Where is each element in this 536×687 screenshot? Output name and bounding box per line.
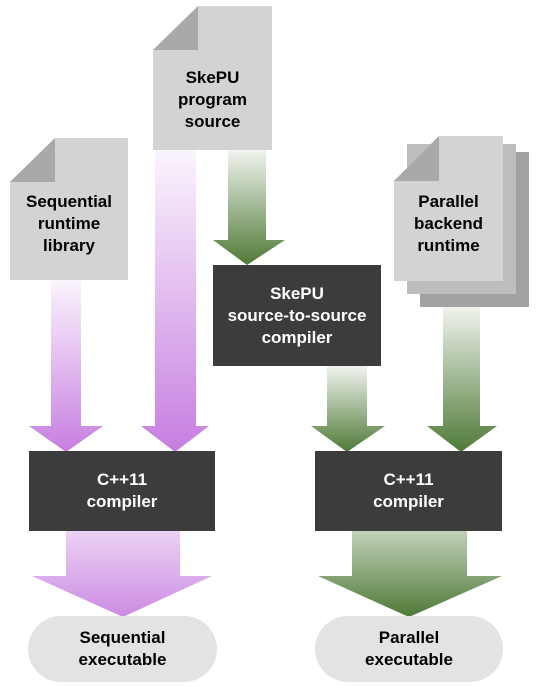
arrow-source-compiler-to-cpp — [311, 366, 385, 452]
skepu-program-source-label: SkePU program source — [153, 50, 272, 150]
cpp-compiler-left-box — [29, 451, 215, 531]
sequential-runtime-document — [10, 138, 128, 280]
parallel-executable-label: Parallel executable — [315, 616, 503, 682]
label-line: C++11 — [383, 470, 434, 489]
label-line: executable — [365, 650, 453, 669]
label-line: library — [43, 236, 95, 255]
label-line: executable — [78, 650, 167, 669]
arrow-parallel-runtime-to-cpp — [427, 306, 497, 452]
cpp-compiler-left-label: C++11 compiler — [29, 451, 215, 531]
arrow-cpp-left-to-sequential-exe — [32, 531, 212, 617]
skepu-program-source-document — [153, 6, 272, 150]
sequential-executable-label: Sequential executable — [28, 616, 217, 682]
parallel-executable-box — [315, 616, 503, 682]
source-to-source-compiler-box — [213, 265, 381, 366]
sequential-executable-box — [28, 616, 217, 682]
parallel-runtime-label: Parallel backend runtime — [394, 181, 503, 267]
label-line: compiler — [373, 492, 444, 511]
label-line: compiler — [261, 327, 333, 347]
sequential-runtime-label: Sequential runtime library — [10, 182, 128, 266]
cpp-compiler-right-label: C++11 compiler — [315, 451, 502, 531]
label-line: backend — [414, 214, 483, 233]
arrow-sequential-runtime-to-compiler — [29, 280, 103, 452]
parallel-runtime-document-stack — [394, 136, 529, 307]
arrow-skepu-source-to-source-compiler — [213, 150, 285, 265]
label-line: program — [178, 90, 247, 109]
label-line: C++11 — [96, 470, 148, 489]
cpp-compiler-right-box — [315, 451, 502, 531]
source-to-source-compiler-label: SkePU source-to-source compiler — [213, 265, 381, 366]
label-line: SkePU — [185, 68, 240, 87]
label-line: runtime — [417, 236, 480, 255]
arrow-skepu-source-to-compiler — [141, 150, 209, 452]
label-line: source — [184, 112, 241, 131]
label-line: Parallel — [378, 628, 440, 647]
label-line: Sequential — [79, 628, 166, 647]
label-line: Sequential — [26, 192, 112, 211]
label-line: compiler — [86, 492, 158, 511]
label-line: Parallel — [418, 192, 479, 211]
arrow-cpp-right-to-parallel-exe — [318, 531, 502, 617]
label-line: SkePU — [270, 283, 324, 303]
label-line: runtime — [37, 214, 101, 233]
label-line: source-to-source — [227, 305, 367, 325]
